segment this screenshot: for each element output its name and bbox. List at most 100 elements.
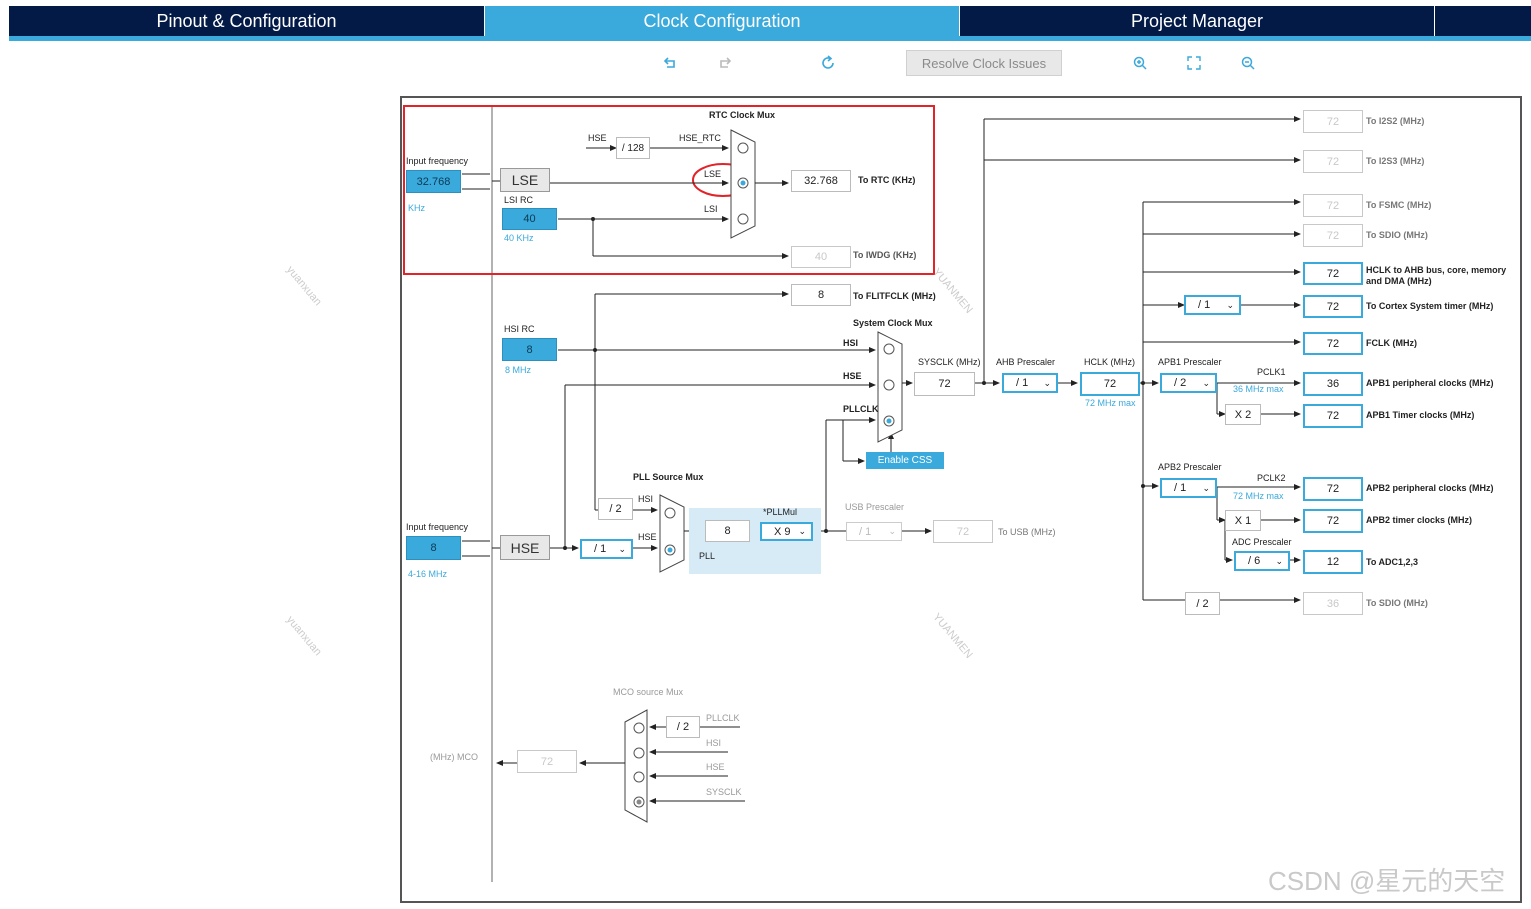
chevron-down-icon: ⌄ [1275, 555, 1283, 566]
output-adc-value[interactable]: 12 [1303, 550, 1363, 574]
rtc-div128: / 128 [616, 137, 650, 159]
tab-extra [1435, 6, 1531, 36]
adc-prescaler-label: ADC Prescaler [1232, 537, 1292, 547]
output-i2s3-value[interactable]: 72 [1303, 150, 1363, 173]
pclk1-label: PCLK1 [1257, 367, 1286, 377]
fit-screen-icon[interactable] [1183, 52, 1205, 74]
output-fsmc-label: To FSMC (MHz) [1366, 200, 1432, 210]
output-sdio-apb-value[interactable]: 36 [1303, 592, 1363, 615]
rtc-dest-label: To RTC (KHz) [858, 175, 916, 185]
undo-icon[interactable] [660, 52, 682, 74]
usb-output-value[interactable]: 72 [933, 520, 993, 543]
tab-pinout[interactable]: Pinout & Configuration [9, 6, 484, 36]
apb1-prescaler-select[interactable]: / 2⌄ [1160, 373, 1217, 393]
sysmux-hsi-label: HSI [843, 338, 859, 348]
output-sdio-apb-label: To SDIO (MHz) [1366, 598, 1428, 608]
enable-css-button[interactable]: Enable CSS [866, 452, 944, 469]
hse-prediv-select[interactable]: / 1⌄ [580, 539, 633, 559]
output-apb2-timer-value[interactable]: 72 [1303, 509, 1363, 533]
mco-value[interactable]: 72 [517, 750, 577, 773]
output-hclk-ahb-value[interactable]: 72 [1303, 262, 1363, 285]
adc-prescaler-select[interactable]: / 6 ⌄ [1234, 551, 1290, 571]
output-adc-label: To ADC1,2,3 [1366, 557, 1419, 567]
output-fsmc-value[interactable]: 72 [1303, 194, 1363, 217]
hclk-value[interactable]: 72 [1080, 372, 1140, 396]
rtc-hse-label: HSE [588, 133, 607, 143]
lsi-unit: 40 KHz [504, 233, 534, 243]
chevron-down-icon: ⌄ [888, 526, 896, 536]
tab-project-manager[interactable]: Project Manager [960, 6, 1434, 36]
output-fclk-value[interactable]: 72 [1303, 332, 1363, 355]
pll-hsi-div2: / 2 [598, 498, 633, 520]
sysmux-pllclk-label: PLLCLK [843, 404, 879, 414]
hse-input-field[interactable]: 8 [406, 536, 461, 560]
apb2-prescaler-label: APB2 Prescaler [1158, 462, 1222, 472]
zoom-out-icon[interactable] [1237, 52, 1259, 74]
hse-range: 4-16 MHz [408, 569, 448, 579]
lsi-value: 40 [502, 208, 557, 230]
pll-source-mux-title: PLL Source Mux [633, 472, 704, 482]
sysclk-value[interactable]: 72 [914, 372, 975, 396]
flitfclk-output[interactable]: 8 [791, 284, 851, 306]
pll-hsi-label: HSI [638, 494, 654, 504]
rtc-output-value[interactable]: 32.768 [791, 170, 851, 192]
hsi-title: HSI RC [504, 324, 535, 334]
usb-prescaler-select[interactable]: / 1⌄ [846, 522, 902, 541]
output-apb1-timer-value[interactable]: 72 [1303, 404, 1363, 428]
hse-prediv-value: / 1 [594, 543, 607, 555]
apb1-timer-multiplier: X 2 [1225, 404, 1261, 425]
output-i2s2-value[interactable]: 72 [1303, 110, 1363, 133]
system-clock-mux-title: System Clock Mux [853, 318, 933, 328]
chevron-down-icon: ⌄ [1202, 482, 1210, 493]
output-apb2-periph-value[interactable]: 72 [1303, 477, 1363, 501]
apb2-timer-multiplier: X 1 [1225, 510, 1261, 531]
ahb-prescaler-label: AHB Prescaler [996, 357, 1056, 367]
iwdg-output-value[interactable]: 40 [791, 246, 851, 268]
output-hclk-ahb-label: HCLK to AHB bus, core, memory and DMA (M… [1366, 265, 1507, 286]
pclk2-max: 72 MHz max [1233, 491, 1284, 501]
refresh-icon[interactable] [817, 52, 839, 74]
mco-hsi-label: HSI [706, 738, 722, 748]
redo-icon[interactable] [713, 52, 735, 74]
output-apb1-timer-label: APB1 Timer clocks (MHz) [1366, 410, 1475, 420]
tab-underline [9, 36, 1531, 41]
apb2-prescaler-select[interactable]: / 1 ⌄ [1160, 478, 1217, 498]
apb1-prescaler-label: APB1 Prescaler [1158, 357, 1222, 367]
rtc-lse-label: LSE [704, 169, 722, 179]
ahb-prescaler-select[interactable]: / 1⌄ [1002, 373, 1058, 393]
chevron-down-icon: ⌄ [1202, 377, 1210, 388]
lse-source-block: LSE [500, 168, 550, 192]
output-cortex-timer-value[interactable]: 72 [1303, 295, 1363, 318]
chevron-down-icon: ⌄ [1043, 377, 1051, 388]
output-apb2-timer-label: APB2 timer clocks (MHz) [1366, 515, 1473, 525]
usb-prescaler-label: USB Prescaler [845, 502, 905, 512]
pclk1-max: 36 MHz max [1233, 384, 1284, 394]
output-apb1-periph-value[interactable]: 36 [1303, 372, 1363, 396]
mco-source-mux-title: MCO source Mux [613, 687, 684, 697]
lse-input-field[interactable]: 32.768 [406, 170, 461, 193]
pclk2-label: PCLK2 [1257, 473, 1286, 483]
hsi-value: 8 [502, 338, 557, 361]
rtc-lsi-label: LSI [704, 204, 718, 214]
pllmul-select[interactable]: X 9⌄ [760, 522, 813, 541]
zoom-in-icon[interactable] [1129, 52, 1151, 74]
tab-clock-configuration[interactable]: Clock Configuration [485, 6, 959, 36]
output-sdio-ahb-label: To SDIO (MHz) [1366, 230, 1428, 240]
sysclk-label: SYSCLK (MHz) [918, 357, 981, 367]
sysmux-hse-label: HSE [843, 371, 862, 381]
apb2-prescaler-value: / 1 [1174, 482, 1187, 494]
csdn-watermark: CSDN @星元的天空 [1268, 866, 1506, 896]
adc-prescaler-value: / 6 [1248, 555, 1261, 567]
rtc-hse-rtc-label: HSE_RTC [679, 133, 721, 143]
pllmul-value: X 9 [774, 525, 791, 538]
hclk-label: HCLK (MHz) [1084, 357, 1135, 367]
lsi-title: LSI RC [504, 195, 534, 205]
iwdg-dest-label: To IWDG (KHz) [853, 250, 917, 260]
output-sdio-ahb-value[interactable]: 72 [1303, 224, 1363, 247]
cortex-divider-select[interactable]: / 1⌄ [1184, 295, 1241, 315]
resolve-clock-issues-button[interactable]: Resolve Clock Issues [906, 50, 1062, 76]
output-cortex-timer-label: To Cortex System timer (MHz) [1366, 301, 1494, 311]
hsi-unit: 8 MHz [505, 365, 532, 375]
output-i2s3-label: To I2S3 (MHz) [1366, 156, 1425, 166]
